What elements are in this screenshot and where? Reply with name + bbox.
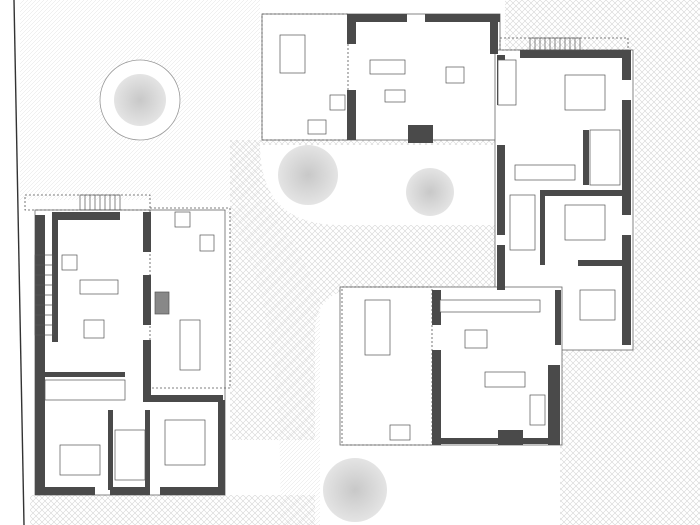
armchair-icon (61, 254, 78, 271)
tree-icon (114, 74, 166, 126)
bathroom-fixtures-icon (497, 59, 517, 106)
tree-icon (406, 168, 454, 216)
tree-icon (323, 458, 387, 522)
fireplace-icon (154, 291, 170, 315)
kitchen-counter-icon (44, 379, 126, 401)
furniture (44, 34, 621, 481)
dining-table-icon (179, 319, 201, 371)
sofa-icon (369, 59, 406, 75)
bathroom-fixtures-icon (589, 129, 621, 186)
armchair-icon (389, 424, 411, 441)
site-boundary (13, 0, 25, 525)
bed-icon (564, 74, 606, 111)
dining-table-icon (279, 34, 306, 74)
dining-table-icon (445, 66, 465, 84)
armchair-icon (329, 94, 346, 111)
armchair-icon (199, 234, 215, 252)
armchair-icon (307, 119, 327, 135)
wardrobe-icon (514, 164, 576, 181)
armchair-icon (174, 211, 191, 228)
tree-icon (278, 145, 338, 205)
stairs (34, 37, 581, 336)
bed-icon (59, 444, 101, 476)
dining-table-icon (464, 329, 488, 349)
bed-icon (579, 289, 616, 321)
walls (35, 14, 631, 495)
armchair-icon (529, 394, 546, 426)
bed-icon (564, 204, 606, 241)
bathroom-fixtures-icon (509, 194, 536, 251)
dining-table-icon (364, 299, 391, 356)
dining-table-icon (83, 319, 105, 339)
kitchen-counter-icon (439, 299, 541, 313)
sofa-icon (79, 279, 119, 295)
sofa-icon (484, 371, 526, 388)
coffee-table-icon (384, 89, 406, 103)
trees (99, 59, 454, 522)
bathroom-fixtures-icon (114, 429, 146, 481)
bed-icon (164, 419, 206, 466)
